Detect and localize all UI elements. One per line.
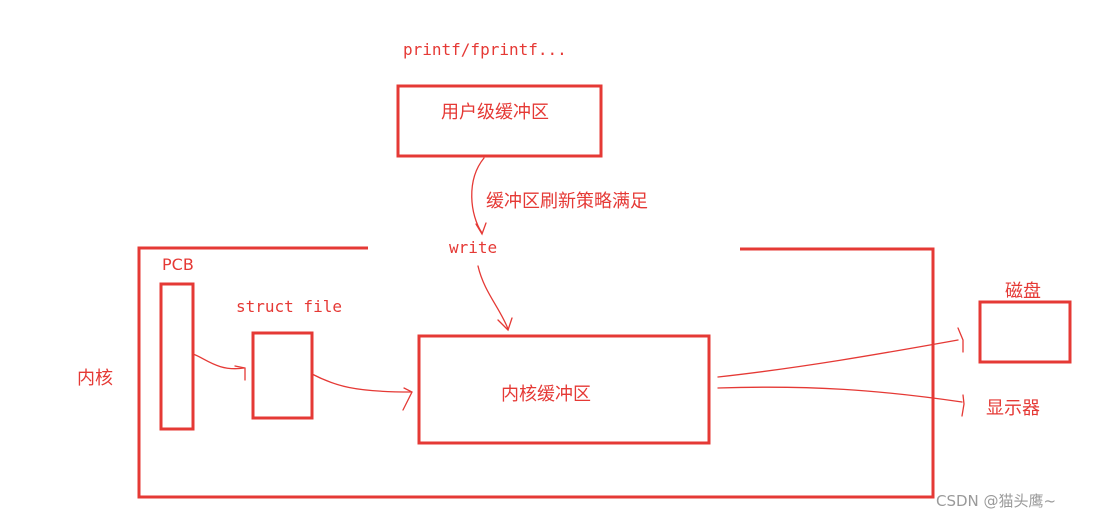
watermark: CSDN @猫头鹰~ [936, 492, 1057, 510]
flush-condition-label: 缓冲区刷新策略满足 [486, 191, 648, 212]
buffer-to-disk-arrow [717, 339, 959, 378]
struct-file-box [251, 331, 314, 420]
struct-file-label: struct file [236, 297, 342, 316]
kernel-label: 内核 [77, 368, 113, 389]
user-buffer-box [396, 84, 603, 158]
buffer-to-display-arrow [717, 386, 963, 403]
write-arrowhead [497, 317, 513, 332]
flush-arrowhead [475, 222, 487, 236]
buffer-to-disk-arrowhead [957, 327, 964, 353]
file-to-buffer-arrow [311, 373, 412, 393]
pcb-to-file-arrowhead [234, 365, 246, 381]
file-to-buffer-arrowhead [402, 387, 413, 411]
write-arrow [477, 265, 509, 330]
disk-box [978, 300, 1072, 364]
kernel-buffer-label: 内核缓冲区 [501, 384, 591, 405]
flush-arrow [471, 157, 485, 234]
user-buffer-label: 用户级缓冲区 [441, 102, 549, 123]
display-label: 显示器 [986, 398, 1040, 419]
disk-label: 磁盘 [1005, 281, 1041, 302]
kernel-region-box [137, 246, 935, 499]
pcb-to-file-arrow [192, 353, 245, 370]
kernel-buffer-box [417, 334, 711, 445]
pcb-box [159, 282, 195, 431]
top-call-label: printf/fprintf... [403, 40, 567, 59]
write-label: write [449, 238, 498, 257]
pcb-label: PCB [162, 255, 194, 274]
buffer-to-display-arrowhead [961, 394, 965, 417]
